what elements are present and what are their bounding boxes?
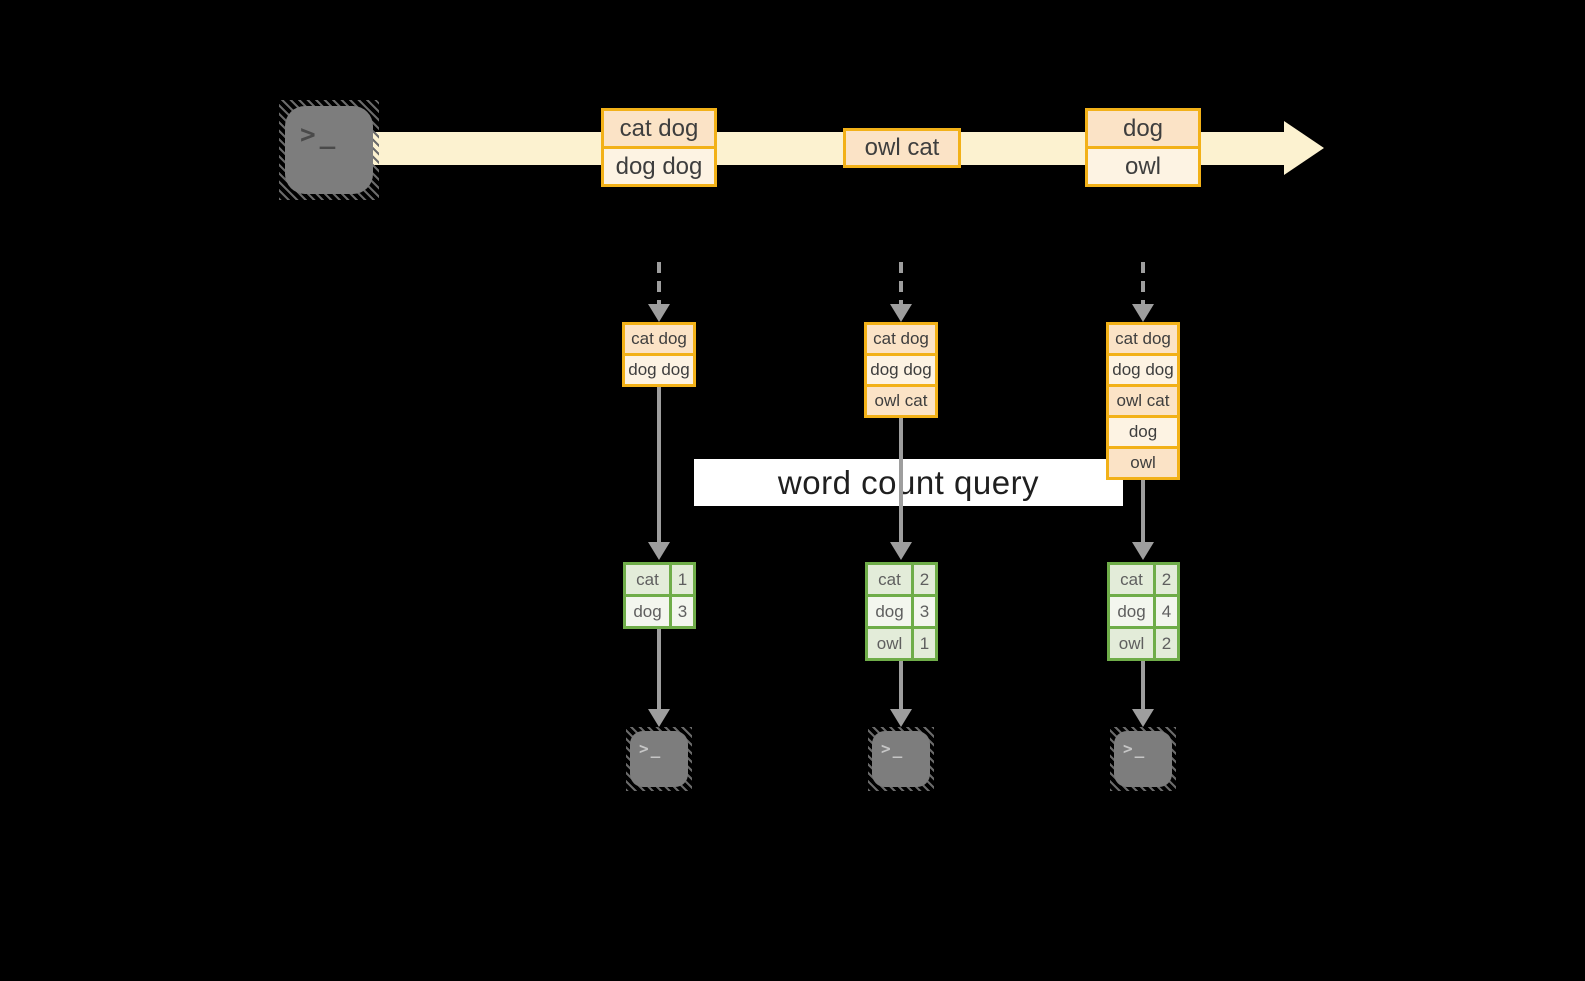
word-cell: dog [626,597,669,626]
state-line: dog [1109,418,1177,446]
state-line: cat dog [867,325,935,353]
count-cell: 4 [1156,597,1177,626]
table-row: owl 1 [868,629,935,658]
batch-line: cat dog [604,111,714,146]
down-arrow-6 [1132,661,1154,727]
down-arrow-1 [648,387,670,560]
state-line: cat dog [1109,325,1177,353]
prompt-icon: >_ [300,120,340,150]
terminal-screen: >_ [630,731,688,787]
table-row: cat 1 [626,565,693,594]
word-cell: owl [1110,629,1153,658]
dashed-down-arrow-1 [648,262,670,322]
word-cell: cat [626,565,669,594]
count-table-1: cat 1 dog 3 [623,562,696,629]
batch-line: dog dog [604,149,714,184]
count-cell: 2 [1156,629,1177,658]
table-row: dog 3 [626,597,693,626]
dashed-down-arrow-3 [1132,262,1154,322]
word-cell: dog [868,597,911,626]
count-cell: 2 [1156,565,1177,594]
prompt-icon: >_ [1123,739,1147,758]
state-line: cat dog [625,325,693,353]
word-cell: cat [1110,565,1153,594]
terminal-icon: >_ [626,727,692,791]
table-row: cat 2 [868,565,935,594]
table-row: dog 4 [1110,597,1177,626]
table-row: dog 3 [868,597,935,626]
count-cell: 1 [914,629,935,658]
count-table-2: cat 2 dog 3 owl 1 [865,562,938,661]
terminal-screen: >_ [285,106,373,194]
state-line: owl [1109,449,1177,477]
down-arrow-2 [890,418,912,560]
state-stack-1: cat dog dog dog [622,322,696,387]
batch-box-2: owl cat [843,128,961,168]
terminal-icon: >_ [1110,727,1176,791]
table-row: owl 2 [1110,629,1177,658]
batch-line: owl [1088,149,1198,184]
word-cell: cat [868,565,911,594]
terminal-screen: >_ [1114,731,1172,787]
state-stack-3: cat dog dog dog owl cat dog owl [1106,322,1180,480]
down-arrow-5 [890,661,912,727]
state-line: owl cat [867,387,935,415]
terminal-icon: >_ [868,727,934,791]
word-cell: owl [868,629,911,658]
word-cell: dog [1110,597,1153,626]
count-cell: 2 [914,565,935,594]
terminal-screen: >_ [872,731,930,787]
count-table-3: cat 2 dog 4 owl 2 [1107,562,1180,661]
count-cell: 3 [914,597,935,626]
stream-arrow-head-icon [1284,121,1324,175]
count-cell: 3 [672,597,693,626]
state-line: dog dog [1109,356,1177,384]
terminal-icon: >_ [279,100,379,200]
state-line: dog dog [867,356,935,384]
batch-line: dog [1088,111,1198,146]
batch-box-1: cat dog dog dog [601,108,717,187]
dashed-down-arrow-2 [890,262,912,322]
state-line: owl cat [1109,387,1177,415]
table-row: cat 2 [1110,565,1177,594]
count-cell: 1 [672,565,693,594]
down-arrow-4 [648,629,670,727]
prompt-icon: >_ [639,739,663,758]
batch-line: owl cat [846,131,958,165]
down-arrow-3 [1132,480,1154,560]
batch-box-3: dog owl [1085,108,1201,187]
state-stack-2: cat dog dog dog owl cat [864,322,938,418]
query-label: word count query [694,459,1123,506]
state-line: dog dog [625,356,693,384]
prompt-icon: >_ [881,739,905,758]
